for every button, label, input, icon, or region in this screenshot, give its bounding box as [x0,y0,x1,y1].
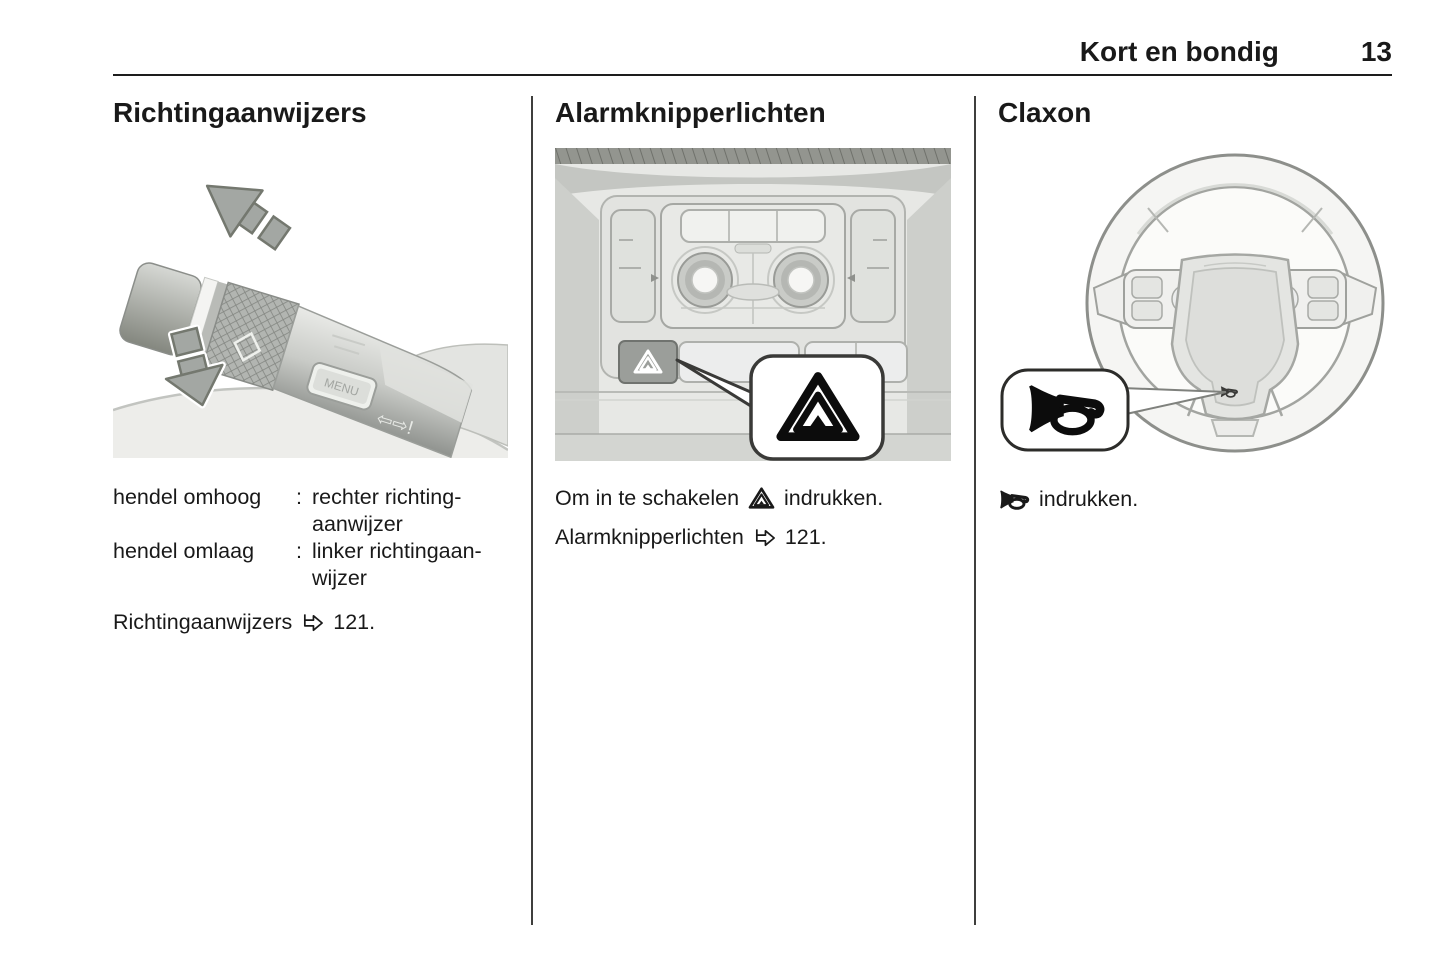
section-heading-turn-signals: Richtingaanwijzers [113,97,367,128]
horn-icon [998,490,1030,510]
reference-label: Richtingaanwijzers [113,610,293,634]
lever-up-arrow [203,182,294,253]
hazard-callout [675,354,885,461]
page-number: 13 [1360,36,1392,67]
page-reference-line: Richtingaanwijzers 121. [113,609,508,636]
column-separator [974,96,976,925]
column-hazard-lights: Alarmknipperlichten [555,96,951,551]
page-header: Kort en bondig 13 [113,36,1392,72]
horn-instruction-line: indrukken. [998,486,1392,513]
section-heading-horn: Claxon [998,97,1092,128]
header-rule [113,74,1392,76]
definition-colon: : [296,485,302,509]
content-columns: Richtingaanwijzers [113,96,1392,925]
definition-list: hendel omhoog : rechter richting- aanwij… [113,484,508,592]
lever-down-arrow [162,324,226,409]
column-separator [531,96,533,925]
hazard-instruction-line: Om in te schakelen indrukken. [555,486,884,510]
turn-signal-stalk-illustration: MENU ⇦⇨! [113,148,508,458]
hazard-warning-icon [748,487,775,510]
center-console-image [555,148,951,461]
page-ref-arrow-icon [753,528,776,548]
steering-wheel-image [1000,153,1385,453]
definition-term: hendel omlaag [113,539,255,563]
steering-wheel-illustration [998,148,1392,458]
horn-callout [1000,368,1130,452]
definition-description: linker richtingaan- wijzer [312,539,482,590]
definition-term: hendel omhoog [113,485,262,509]
center-console-illustration [555,148,951,461]
reference-label: Alarmknipperlichten [555,525,744,549]
page-ref-arrow-icon [301,613,324,633]
section-heading-hazard-lights: Alarmknipperlichten [555,97,826,128]
indicator-stalk: MENU ⇦⇨! [119,262,474,458]
reference-page: 121. [333,610,376,634]
reference-page: 121. [784,525,827,549]
definition-colon: : [296,539,302,563]
page-title: Kort en bondig [1079,36,1279,67]
page-reference-line: Alarmknipperlichten 121. [555,524,951,551]
definition-description: rechter richting- aanwijzer [312,485,462,536]
column-turn-signals: Richtingaanwijzers [113,96,508,636]
hazard-button [618,340,678,384]
column-horn: Claxon [998,96,1392,513]
turn-signal-stalk-image: MENU ⇦⇨! [113,182,508,458]
